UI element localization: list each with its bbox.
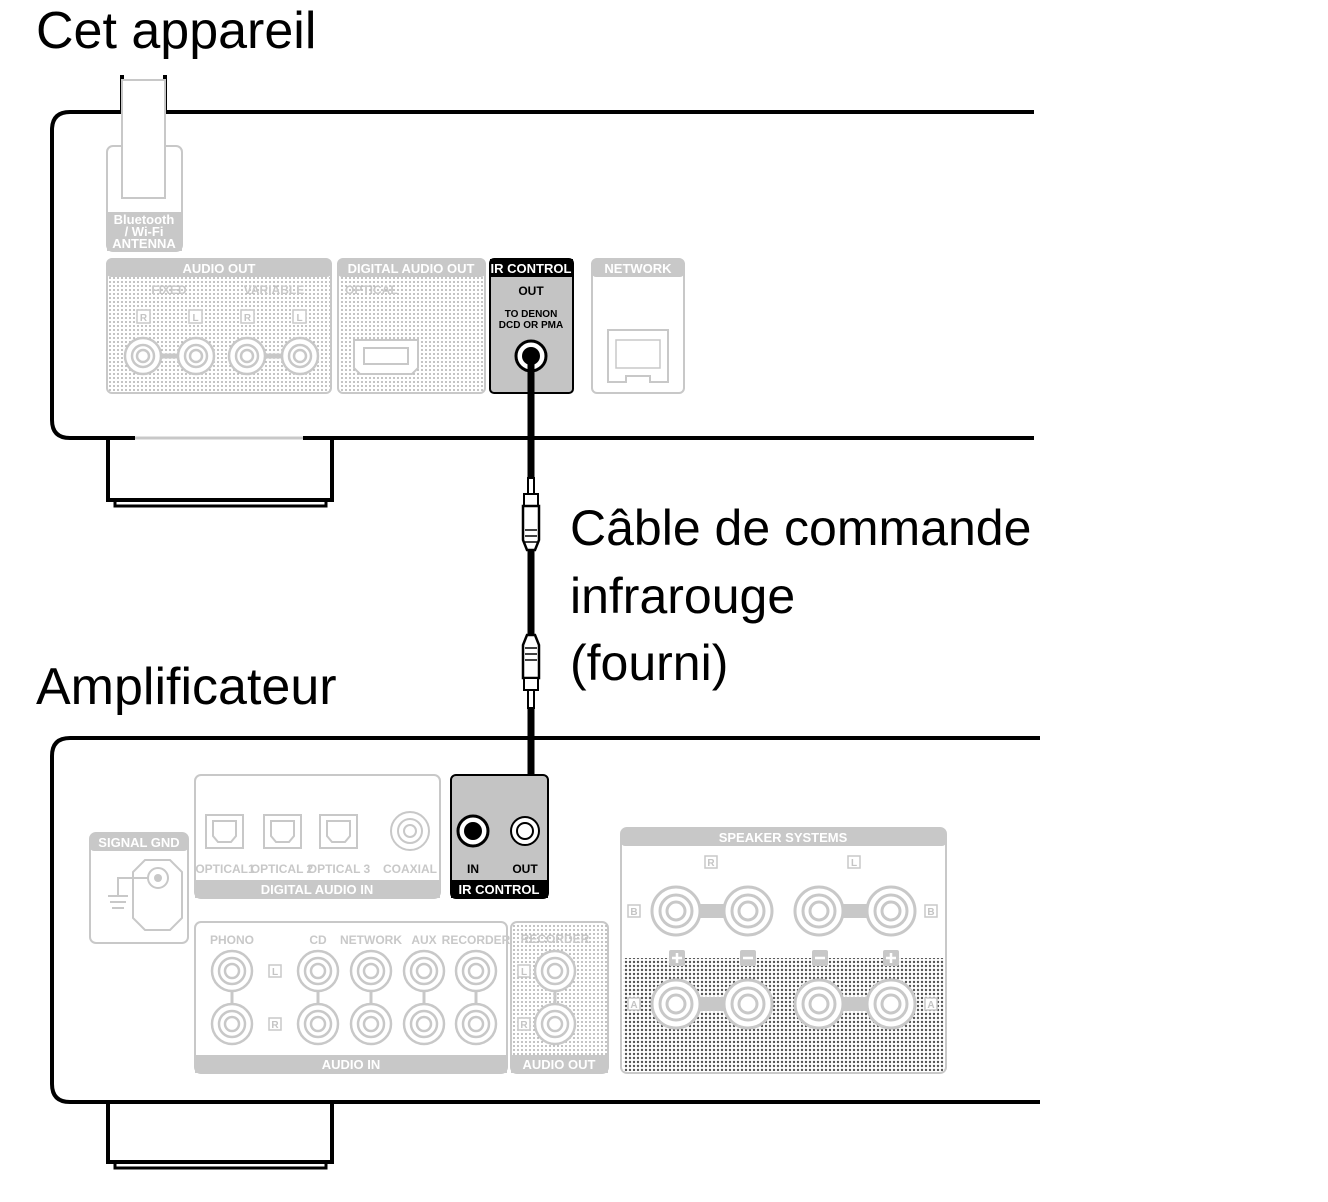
audio-in-l-marker: L <box>272 967 278 978</box>
antenna-label-1: Bluetooth <box>114 212 175 227</box>
device-ir-control-group: IR CONTROL OUT TO DENON DCD OR PMA <box>489 258 574 394</box>
cable-label-line2: infrarouge <box>570 568 795 624</box>
audio-in-group: AUDIO IN PHONO CD NETWORK AUX RECORDER L… <box>194 921 511 1074</box>
network-group: NETWORK <box>591 258 685 394</box>
amp-ir-in-label: IN <box>467 862 479 876</box>
cd-label: CD <box>309 933 327 947</box>
amp-audio-out-label: AUDIO OUT <box>523 1057 596 1072</box>
digital-audio-in-group: DIGITAL AUDIO IN OPTICAL1 OPTICAL 2 OPTI… <box>194 774 441 899</box>
amp-ir-control-label: IR CONTROL <box>459 882 540 897</box>
digital-audio-out-group: DIGITAL AUDIO OUT OPTICAL <box>337 258 486 394</box>
amp-chassis <box>50 736 1040 1170</box>
optical1-label: OPTICAL1 <box>195 862 255 876</box>
cable-label-line1: Câble de commande <box>570 500 1031 556</box>
amp-audio-out-group: AUDIO OUT RECORDER L R <box>510 921 609 1074</box>
antenna-label-2: / Wi-Fi <box>125 224 164 239</box>
digital-audio-out-label: DIGITAL AUDIO OUT <box>348 261 475 276</box>
spk-b-marker-right: B <box>927 907 934 918</box>
spk-a-marker-right: A <box>927 1000 934 1011</box>
network-in-label: NETWORK <box>340 933 402 947</box>
signal-gnd-label: SIGNAL GND <box>98 835 179 850</box>
coaxial-label: COAXIAL <box>383 862 437 876</box>
fixed-l-marker: L <box>192 313 198 324</box>
signal-gnd-group: SIGNAL GND <box>89 832 189 944</box>
spk-a-marker-left: A <box>630 1000 637 1011</box>
fixed-label: FIXED <box>151 283 187 297</box>
optical2-label: OPTICAL 2 <box>251 862 314 876</box>
device-ir-control-label: IR CONTROL <box>491 261 572 276</box>
antenna: Bluetooth / Wi-Fi ANTENNA <box>106 79 183 252</box>
fixed-r-marker: R <box>140 313 148 324</box>
device-ir-out-label: OUT <box>518 284 544 298</box>
recorder-in-label: RECORDER <box>442 933 511 947</box>
speaker-systems-label: SPEAKER SYSTEMS <box>719 830 848 845</box>
device-ir-note1: TO DENON <box>505 309 558 320</box>
optical3-label: OPTICAL 3 <box>308 862 371 876</box>
audio-out-group: AUDIO OUT FIXED VARIABLE R L R L <box>106 258 332 394</box>
amp-title: Amplificateur <box>36 658 337 716</box>
spk-r-marker: R <box>707 858 715 869</box>
amp-ir-out-label: OUT <box>512 862 538 876</box>
ir-control-cable <box>469 356 541 828</box>
digital-audio-in-label: DIGITAL AUDIO IN <box>261 882 373 897</box>
network-label: NETWORK <box>604 261 672 276</box>
variable-label: VARIABLE <box>244 283 304 297</box>
device-ir-note2: DCD OR PMA <box>499 320 563 331</box>
optical-label: OPTICAL <box>345 283 398 297</box>
spk-b-marker-left: B <box>630 907 637 918</box>
rec-out-l-marker: L <box>521 967 527 978</box>
recorder-out-label: RECORDER <box>521 932 590 946</box>
variable-r-marker: R <box>244 313 252 324</box>
aux-label: AUX <box>411 933 436 947</box>
cable-label-line3: (fourni) <box>570 635 728 691</box>
device-chassis <box>50 75 1034 508</box>
variable-l-marker: L <box>296 313 302 324</box>
audio-out-label: AUDIO OUT <box>183 261 256 276</box>
rec-out-r-marker: R <box>520 1020 528 1031</box>
amp-ir-control-group: IR CONTROL IN OUT <box>450 774 549 899</box>
phono-label: PHONO <box>210 933 254 947</box>
spk-l-marker: L <box>851 858 857 869</box>
device-title: Cet appareil <box>36 2 316 60</box>
antenna-label-3: ANTENNA <box>112 236 176 251</box>
audio-in-label: AUDIO IN <box>322 1057 381 1072</box>
audio-in-r-marker: R <box>271 1020 279 1031</box>
speaker-systems-group: SPEAKER SYSTEMS R L B B A A <box>620 827 947 1074</box>
